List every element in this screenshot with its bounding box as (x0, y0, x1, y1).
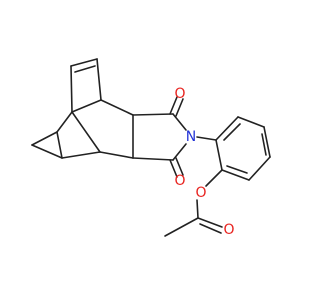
bond (237, 116, 265, 128)
bond (175, 98, 184, 117)
bond (199, 223, 222, 234)
bond (99, 151, 134, 159)
bond (61, 151, 101, 159)
oxygen-label-bottom: O (174, 173, 185, 189)
bond (169, 159, 178, 178)
bond (226, 165, 248, 174)
bond (196, 136, 217, 141)
ester-oxygen-label: O (195, 185, 206, 201)
nitrogen-label: N (186, 129, 196, 145)
bond (96, 58, 102, 101)
bond (172, 143, 187, 161)
bond (31, 144, 63, 159)
bond (100, 99, 134, 116)
bond (56, 111, 73, 133)
bond (132, 113, 174, 116)
bond (221, 169, 250, 181)
bond (71, 99, 102, 113)
bond (223, 123, 241, 141)
carbonyl-oxygen-label: O (223, 222, 234, 238)
bond (215, 139, 223, 171)
molecule-diagram: O O N O O (31, 58, 271, 238)
oxygen-label-top: O (174, 86, 185, 102)
bond (71, 111, 101, 153)
bond (70, 58, 98, 67)
atom-labels: O O N O O (174, 86, 234, 238)
bond-group (31, 58, 271, 237)
bond (248, 156, 271, 181)
bond (172, 113, 187, 131)
bond (197, 217, 223, 228)
bond (70, 65, 73, 113)
bond (169, 96, 178, 115)
bond (31, 131, 58, 146)
bond (175, 157, 184, 176)
bond (56, 131, 63, 159)
bond (164, 217, 199, 237)
bond (132, 157, 174, 161)
bond (263, 126, 271, 158)
bond (261, 133, 267, 156)
bond (205, 169, 223, 187)
bond (74, 65, 96, 73)
bond (196, 199, 199, 219)
bond (215, 116, 239, 141)
